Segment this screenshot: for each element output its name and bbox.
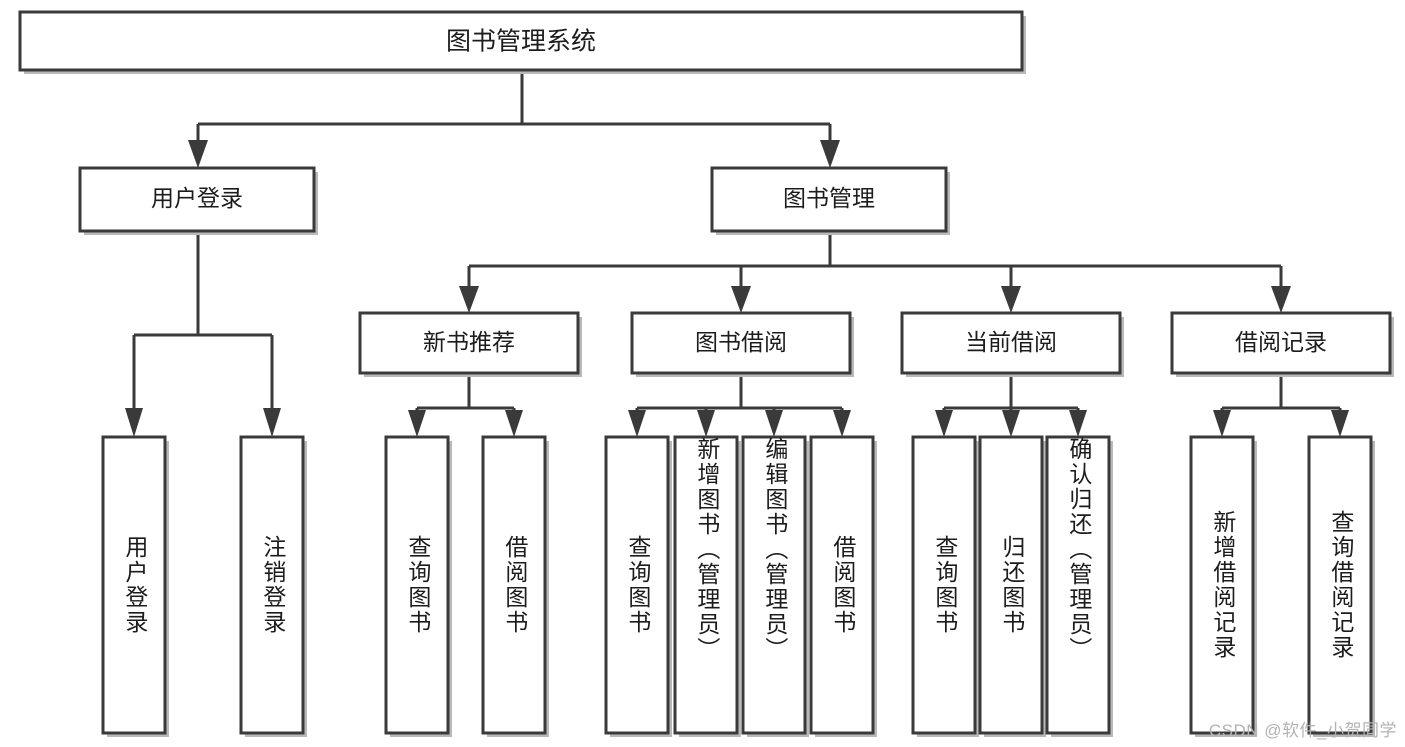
leaf-node-borrow-book-1[interactable] [481, 435, 549, 737]
leaf-node-edit-book-admin[interactable] [741, 435, 809, 737]
node-book-management-label: 图书管理 [783, 185, 875, 211]
node-book-management[interactable]: 图书管理 [710, 166, 950, 235]
node-new-book-recommend[interactable]: 新书推荐 [358, 311, 582, 377]
node-root-label: 图书管理系统 [446, 28, 596, 56]
leaf-node-query-book-2[interactable] [604, 435, 672, 737]
node-user-login[interactable]: 用户登录 [78, 166, 318, 235]
csdn-watermark: CSDN @软件_小贺同学 [1208, 721, 1397, 740]
node-book-borrow[interactable]: 图书借阅 [630, 311, 854, 377]
leaf-node-query-book-3[interactable] [911, 435, 979, 737]
connector-newbook-to-leaves [408, 375, 523, 437]
leaf-node-return-book[interactable] [978, 435, 1046, 737]
leaf-node-query-borrow-record[interactable] [1307, 435, 1375, 737]
connector-bookmgmt-to-level3 [459, 233, 1291, 313]
node-root-system[interactable]: 图书管理系统 [18, 10, 1026, 74]
leaf-node-logout[interactable] [239, 435, 307, 737]
connector-root-to-level2 [188, 70, 840, 168]
node-borrow-record[interactable]: 借阅记录 [1170, 311, 1394, 377]
node-new-book-recommend-label: 新书推荐 [423, 329, 515, 355]
leaf-node-borrow-book-2[interactable] [809, 435, 877, 737]
connector-record-to-leaves [1213, 375, 1349, 437]
leaf-node-add-book-admin[interactable] [673, 435, 741, 737]
connector-borrow-to-leaves [628, 375, 851, 437]
leaf-node-confirm-return-admin[interactable] [1045, 435, 1113, 737]
leaf-node-user-login[interactable] [101, 435, 169, 737]
node-current-borrow[interactable]: 当前借阅 [900, 311, 1124, 377]
node-user-login-label: 用户登录 [151, 185, 243, 211]
leaf-node-query-book-1[interactable] [384, 435, 452, 737]
node-book-borrow-label: 图书借阅 [695, 329, 787, 355]
node-borrow-record-label: 借阅记录 [1235, 329, 1327, 355]
connector-current-to-leaves [935, 375, 1087, 437]
leaf-node-add-borrow-record[interactable] [1189, 435, 1257, 737]
connector-userlogin-to-leaves [125, 233, 281, 437]
node-current-borrow-label: 当前借阅 [965, 329, 1057, 355]
